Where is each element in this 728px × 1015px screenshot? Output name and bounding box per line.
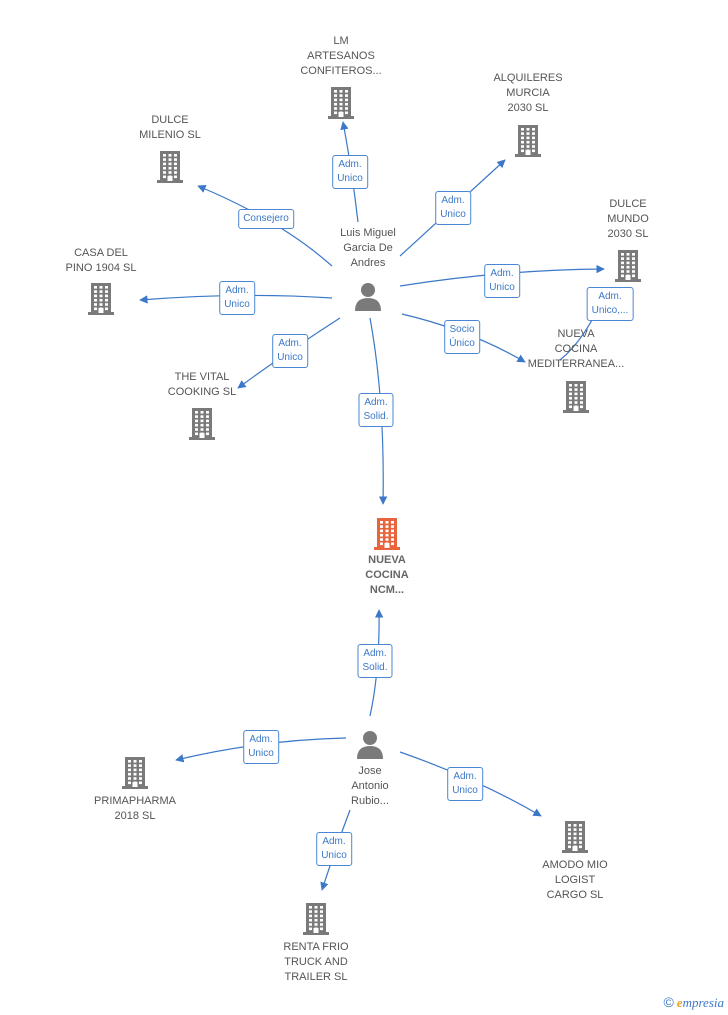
building-icon [615, 250, 641, 282]
company-node-nuevamed[interactable]: NUEVA COCINA MEDITERRANEA... [516, 327, 636, 413]
person-icon [355, 283, 381, 311]
company-label: CASA DEL PINO 1904 SL [65, 247, 137, 274]
building-icon [122, 757, 148, 789]
company-node-casa[interactable]: CASA DEL PINO 1904 SL [41, 246, 161, 315]
company-node-dulcemil[interactable]: DULCE MILENIO SL [110, 113, 230, 183]
company-label: THE VITAL COOKING SL [167, 371, 237, 398]
relation-label[interactable]: Consejero [238, 209, 294, 229]
company-node-lm[interactable]: LM ARTESANOS CONFITEROS... [281, 34, 401, 119]
building-icon [157, 151, 183, 183]
person-label: Luis Miguel Garcia De Andres [340, 227, 396, 269]
building-icon [328, 87, 354, 119]
relation-label[interactable]: Adm. Unico [316, 832, 352, 866]
company-label: RENTA FRIO TRUCK AND TRAILER SL [283, 941, 349, 983]
copyright-icon: © [663, 994, 674, 1010]
building-icon [303, 903, 329, 935]
company-node-amodo[interactable]: AMODO MIO LOGIST CARGO SL [515, 819, 635, 903]
company-node-dulcemun[interactable]: DULCE MUNDO 2030 SL [568, 197, 688, 282]
relation-label[interactable]: Adm. Unico [219, 281, 255, 315]
company-node-renta[interactable]: RENTA FRIO TRUCK AND TRAILER SL [256, 901, 376, 985]
building-icon [562, 821, 588, 853]
building-icon [189, 408, 215, 440]
company-label: LM ARTESANOS CONFITEROS... [300, 35, 382, 77]
brand-name: mpresia [682, 995, 724, 1010]
brand-logo-letter: e [676, 995, 683, 1010]
building-icon [563, 381, 589, 413]
company-label: PRIMAPHARMA 2018 SL [94, 795, 176, 822]
company-node-alq[interactable]: ALQUILERES MURCIA 2030 SL [468, 71, 588, 157]
company-label: ALQUILERES MURCIA 2030 SL [493, 72, 563, 114]
company-label: AMODO MIO LOGIST CARGO SL [542, 859, 608, 901]
building-icon [374, 518, 400, 550]
company-node-vital[interactable]: THE VITAL COOKING SL [142, 370, 262, 440]
building-icon [515, 125, 541, 157]
relation-label[interactable]: Adm. Unico [435, 191, 471, 225]
relation-label[interactable]: Adm. Unico [272, 334, 308, 368]
person-icon [357, 731, 383, 759]
relation-label[interactable]: Adm. Solid. [357, 644, 393, 678]
relation-label[interactable]: Adm. Solid. [358, 393, 394, 427]
company-node-ncm[interactable]: NUEVA COCINA NCM... [327, 516, 447, 598]
person-label: Jose Antonio Rubio... [351, 765, 389, 807]
company-node-prima[interactable]: PRIMAPHARMA 2018 SL [75, 755, 195, 824]
person-node-jose[interactable]: Jose Antonio Rubio... [315, 729, 425, 809]
building-icon [88, 283, 114, 315]
relation-label[interactable]: Adm. Unico,... [586, 287, 634, 321]
relation-label[interactable]: Adm. Unico [332, 155, 368, 189]
person-node-luis[interactable]: Luis Miguel Garcia De Andres [313, 226, 423, 311]
brand-footer: ©empresia [663, 994, 724, 1011]
company-label: NUEVA COCINA MEDITERRANEA... [527, 328, 625, 370]
company-label: NUEVA COCINA NCM... [365, 554, 409, 596]
company-label: DULCE MUNDO 2030 SL [607, 198, 649, 240]
relation-label[interactable]: Adm. Unico [447, 767, 483, 801]
relation-label[interactable]: Adm. Unico [484, 264, 520, 298]
relation-label[interactable]: Adm. Unico [243, 730, 279, 764]
relation-label[interactable]: Socio Único [444, 320, 480, 354]
company-label: DULCE MILENIO SL [139, 114, 201, 141]
